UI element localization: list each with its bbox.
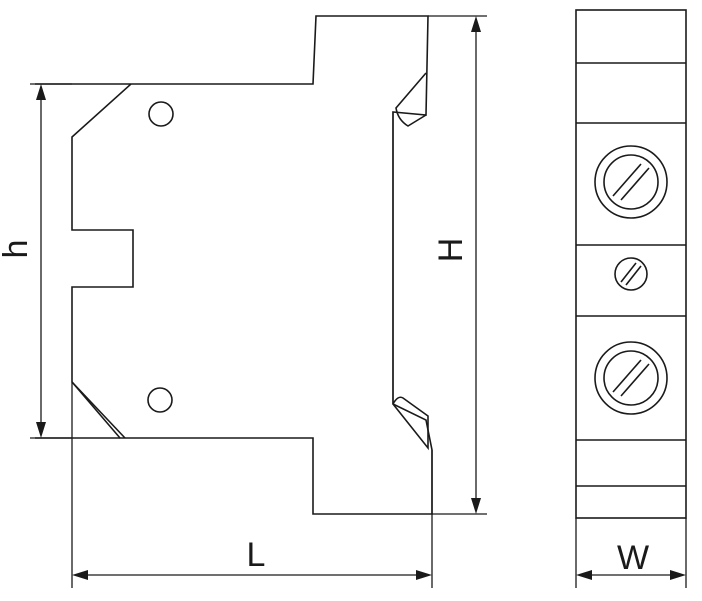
dimension-L-label: L xyxy=(247,536,266,574)
dimension-h-arrow-bottom xyxy=(36,422,46,438)
dimension-H-arrow-bottom xyxy=(471,498,481,514)
lower-terminal-screw-icon xyxy=(594,341,668,415)
dimension-W-arrow-right xyxy=(670,570,686,580)
dimension-h-arrow-top xyxy=(36,84,46,100)
side-view-lower-clip xyxy=(392,396,429,451)
dimension-L-arrow-right xyxy=(416,570,432,580)
dimension-H-arrow-top xyxy=(471,16,481,32)
front-view-outline xyxy=(575,9,687,519)
side-view-upper-clip xyxy=(395,72,427,127)
dimension-H-label: H xyxy=(432,238,470,263)
upper-terminal-screw-icon xyxy=(594,145,668,219)
front-view xyxy=(575,9,687,519)
dimension-W-arrow-left xyxy=(576,570,592,580)
dimension-L-arrow-left xyxy=(72,570,88,580)
dimension-h-label: h xyxy=(0,240,35,259)
dimension-W-label: W xyxy=(617,539,649,577)
dimension-h: h xyxy=(0,83,72,439)
side-view-bottom-chamfer xyxy=(71,381,126,439)
dimension-L: L xyxy=(71,382,433,588)
side-view xyxy=(35,15,433,515)
dimension-W: W xyxy=(575,518,687,588)
lower-mounting-hole-icon xyxy=(147,387,173,413)
middle-screw-icon xyxy=(614,257,648,291)
upper-mounting-hole-icon xyxy=(148,101,174,127)
dimension-H: H xyxy=(428,15,487,515)
side-view-body-outline xyxy=(35,15,433,515)
